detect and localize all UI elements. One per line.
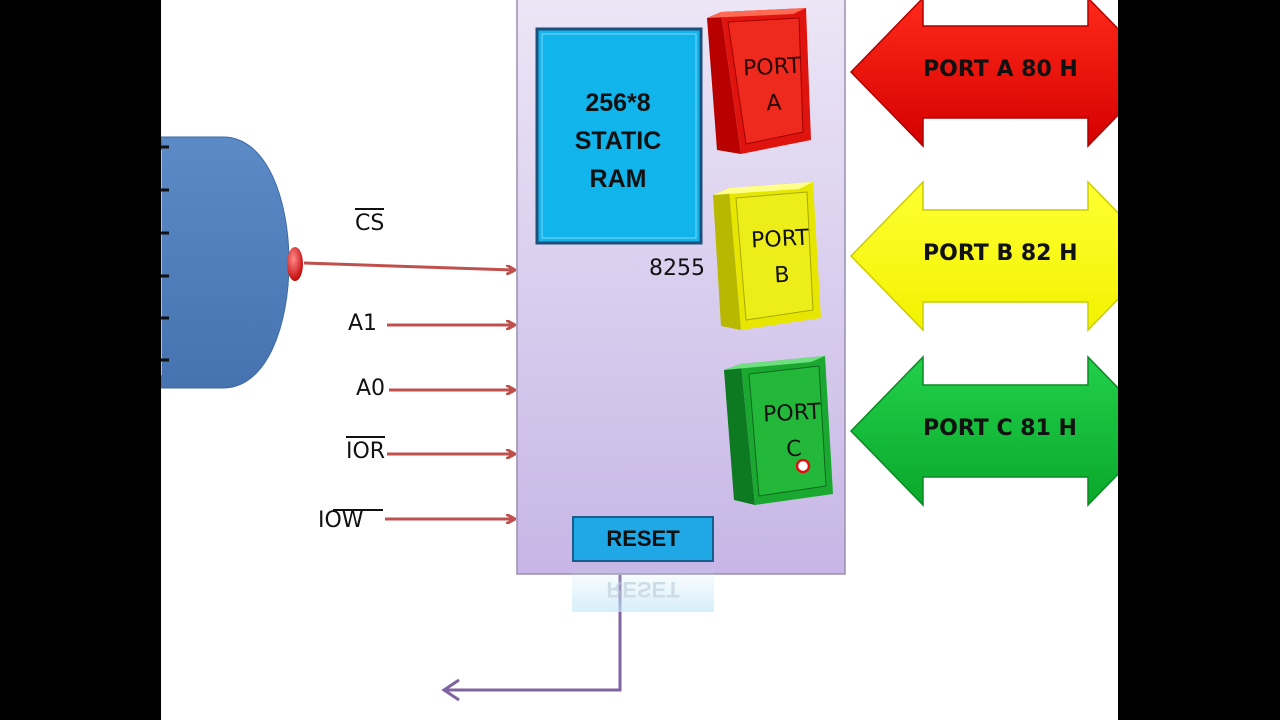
port-a-arrow [849,0,1118,148]
ram-block [535,27,703,245]
ram-label: 256*8 STATIC RAM [574,89,662,193]
port-a-block[interactable] [707,8,811,154]
and-gate [161,136,303,389]
reset-line [441,575,622,702]
port-b-block[interactable] [713,182,821,330]
reset-button[interactable]: RESET [572,516,714,562]
port-a-arrow-label: PORT A 80 H [923,57,1078,82]
circuit-diagram [161,0,1118,702]
ior-label: IOR [346,436,386,466]
port-c-block[interactable] [724,356,833,505]
port-c-arrow-label: PORT C 81 H [923,416,1077,441]
a1-label: A1 [348,311,378,336]
port-c-arrow [849,355,1118,507]
chip-label: 8255 [649,256,705,281]
port-b-arrow-label: PORT B 82 H [923,241,1078,266]
iow-label: IOW [318,508,364,533]
inversion-bubble [287,247,303,281]
port-b-arrow [849,180,1118,332]
cs-label: CS [355,208,385,238]
iow-overline [333,509,383,511]
a0-label: A0 [356,376,386,401]
cursor-dot [795,458,811,474]
reset-reflection: RESET [572,566,714,612]
cs-line [303,261,514,270]
